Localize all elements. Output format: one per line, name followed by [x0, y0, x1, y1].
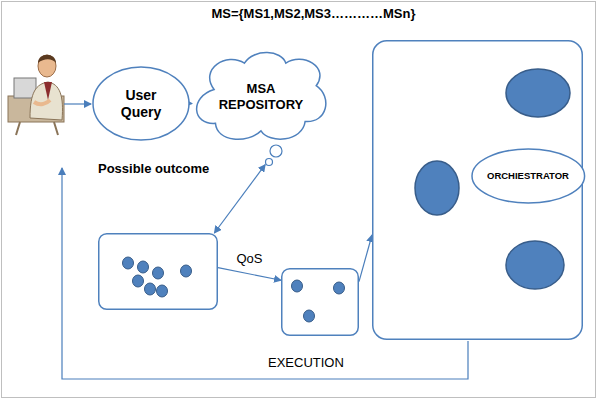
- repository-cloud: MSA REPOSITORY: [192, 50, 330, 144]
- box-heading: Possible outcome: [98, 161, 209, 177]
- service-dot: [153, 267, 164, 279]
- selected-box: [281, 268, 359, 336]
- thought-bubble: [270, 145, 282, 157]
- node-outline: [505, 68, 571, 118]
- service-dot: [123, 257, 134, 269]
- service-dot: [138, 261, 149, 273]
- service-dot: [133, 275, 144, 287]
- node-outline: [98, 233, 218, 310]
- user-icon: [8, 55, 64, 135]
- service-dot: [157, 285, 168, 297]
- node-label: ORCHIESTRATOR: [487, 170, 569, 181]
- connector-arrow: [190, 103, 192, 104]
- node-label: User Query: [111, 87, 171, 121]
- node-outline: [414, 160, 460, 216]
- node-label: MSA REPOSITORY: [211, 81, 311, 112]
- thought-bubble: [266, 159, 273, 166]
- service-dot: [334, 282, 345, 294]
- input-arrow: [64, 103, 91, 104]
- connector-arrow: [359, 235, 372, 282]
- node-outline: [505, 240, 565, 290]
- node-outline: [281, 268, 359, 336]
- connector-arrow: [218, 268, 281, 281]
- service-dot: [304, 310, 315, 322]
- connector-arrow: [214, 165, 265, 233]
- edge-label: QoS: [235, 251, 263, 266]
- execution-box: ORCHIESTRATOR: [372, 40, 583, 340]
- service-ellipse: [414, 160, 460, 216]
- service-dot: [145, 283, 156, 295]
- flow-label: EXECUTION: [268, 355, 344, 370]
- diagram-title: MS={MS1,MS2,MS3…………MSn}: [0, 6, 597, 21]
- query-ellipse: User Query: [92, 66, 190, 141]
- outcome-box: Possible outcome: [98, 233, 218, 310]
- service-ellipse: [505, 68, 571, 118]
- service-dot: [292, 280, 303, 292]
- service-ellipse: [505, 240, 565, 290]
- orchestrator-ellipse: ORCHIESTRATOR: [471, 148, 586, 204]
- service-dot: [181, 265, 192, 277]
